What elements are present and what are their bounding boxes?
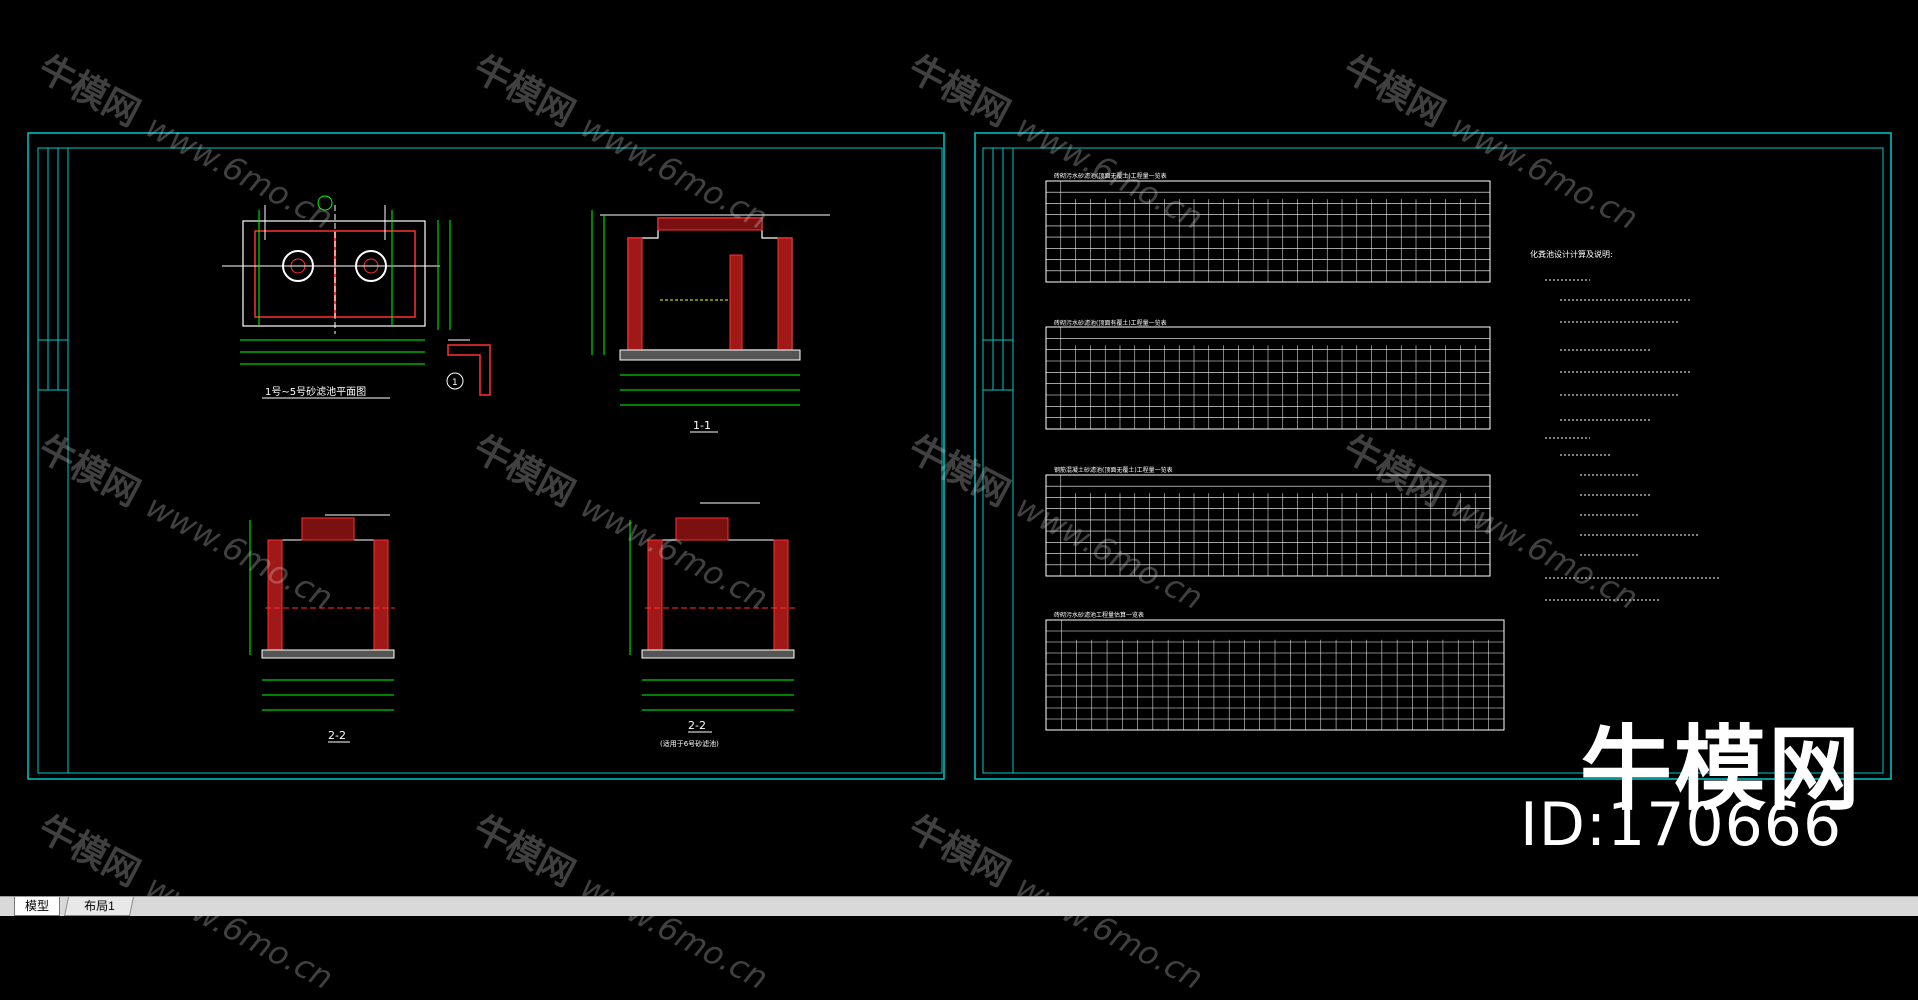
section-2-2-left-title: 2-2 bbox=[328, 729, 346, 742]
cad-model-space[interactable]: 1号~5号砂滤池平面图 1 1-1 bbox=[0, 0, 1918, 897]
tab-model[interactable]: 模型 bbox=[14, 897, 60, 916]
table-4 bbox=[1045, 619, 1505, 731]
table-2-title: 砖砌污水砂滤池(顶面有覆土)工程量一览表 bbox=[1054, 319, 1167, 327]
detail-1 bbox=[446, 339, 491, 396]
table-3 bbox=[1045, 474, 1491, 577]
left-sheet: 1号~5号砂滤池平面图 1 1-1 bbox=[27, 132, 945, 780]
table-3-title: 钢筋混凝土砂滤池(顶面无覆土)工程量一览表 bbox=[1054, 466, 1173, 474]
section-2-2-left bbox=[249, 514, 395, 743]
table-1-title: 砖砌污水砂滤池(顶面无覆土)工程量一览表 bbox=[1054, 172, 1167, 180]
plan-view bbox=[222, 195, 451, 399]
right-sheet: 砖砌污水砂滤池(顶面无覆土)工程量一览表 砖砌污水砂滤池(顶面有覆土)工程量一览… bbox=[974, 132, 1892, 780]
section-1-1-title: 1-1 bbox=[693, 419, 711, 432]
right-title-block bbox=[982, 147, 1014, 774]
detail-marker: 1 bbox=[452, 378, 458, 388]
layout-tab-bar: 模型 布局1 bbox=[0, 896, 1918, 916]
section-1-1 bbox=[591, 210, 830, 433]
left-title-block bbox=[37, 147, 69, 774]
section-2-2-right bbox=[629, 502, 795, 733]
section-2-2-right-note: (适用于6号砂滤池) bbox=[660, 739, 719, 748]
table-2 bbox=[1045, 326, 1491, 430]
section-2-2-right-title: 2-2 bbox=[688, 719, 706, 732]
table-4-title: 砖砌污水砂滤池工程量估算一览表 bbox=[1054, 611, 1144, 619]
watermark-logo: 牛模网 bbox=[1580, 716, 1863, 823]
design-notes: 化粪池设计计算及说明: bbox=[1530, 249, 1720, 601]
table-1 bbox=[1045, 180, 1491, 283]
watermark-id: ID:170666 bbox=[1520, 790, 1843, 860]
tab-layout1[interactable]: 布局1 bbox=[63, 897, 135, 916]
plan-title: 1号~5号砂滤池平面图 bbox=[265, 385, 366, 398]
notes-title: 化粪池设计计算及说明: bbox=[1530, 249, 1613, 259]
tab-layout1-label: 布局1 bbox=[83, 899, 115, 913]
